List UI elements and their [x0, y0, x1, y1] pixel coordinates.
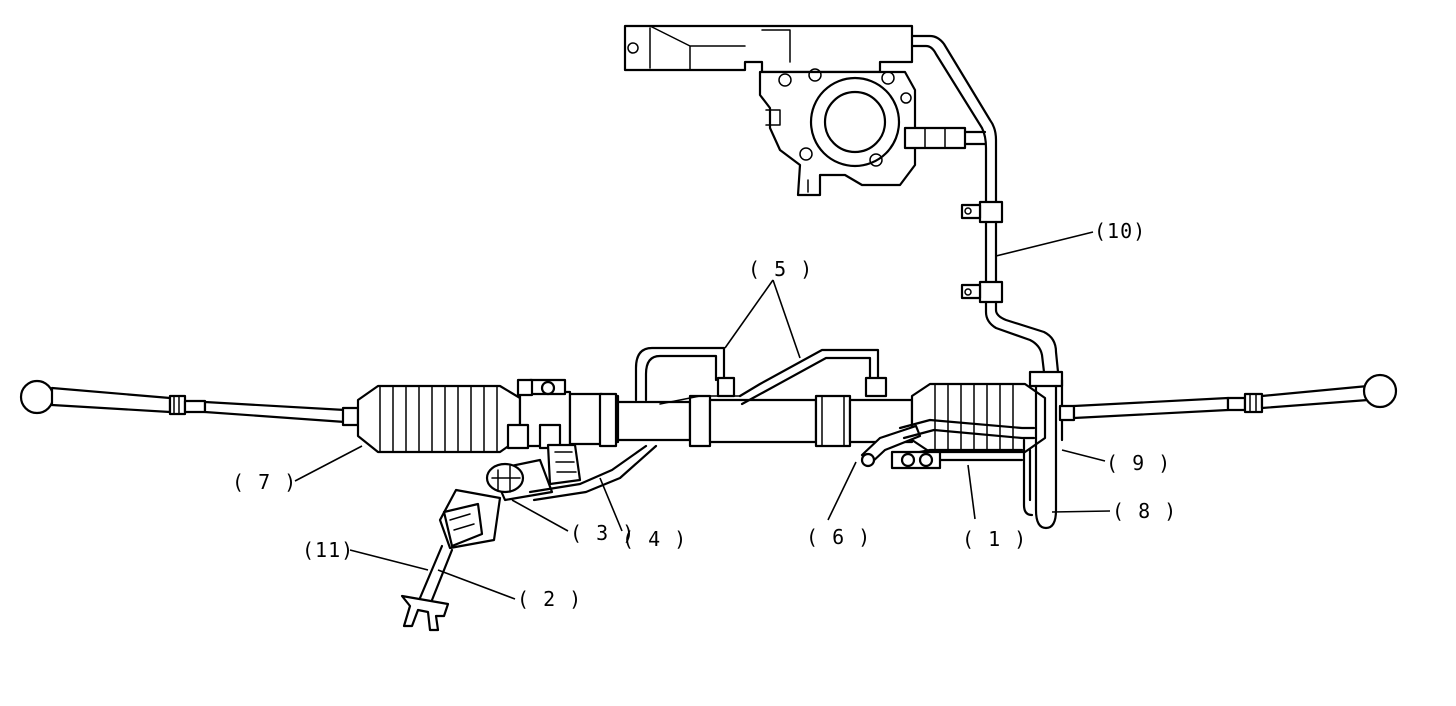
callout-2: ( 2 )	[517, 587, 582, 611]
gearbox-body	[598, 392, 914, 448]
left-boot-7	[356, 384, 522, 454]
feed-pipes-5	[634, 346, 888, 406]
pressure-line-10	[910, 34, 1060, 374]
right-boot	[910, 382, 1047, 454]
column-mounting-bracket	[623, 24, 967, 197]
callout-3: ( 3 )	[570, 521, 635, 545]
callout-11: (11)	[302, 538, 354, 562]
left-tie-rod	[19, 379, 360, 427]
callout-7: ( 7 )	[232, 470, 297, 494]
input-shaft-assembly	[400, 458, 554, 632]
leader-lines	[294, 231, 1111, 600]
callout-5: ( 5 )	[748, 257, 813, 281]
lower-pipes-1-6	[860, 418, 1036, 470]
callout-6: ( 6 )	[806, 525, 871, 549]
callout-9: ( 9 )	[1106, 451, 1171, 475]
callout-8: ( 8 )	[1112, 499, 1177, 523]
callout-10: (10)	[1094, 219, 1146, 243]
callout-4: ( 4 )	[622, 527, 687, 551]
callout-1: ( 1 )	[962, 527, 1027, 551]
right-tie-rod	[1058, 373, 1398, 422]
callout-labels: ( 1 ) ( 2 ) ( 3 ) ( 4 ) ( 5 ) ( 6 ) ( 7 …	[232, 219, 1177, 611]
